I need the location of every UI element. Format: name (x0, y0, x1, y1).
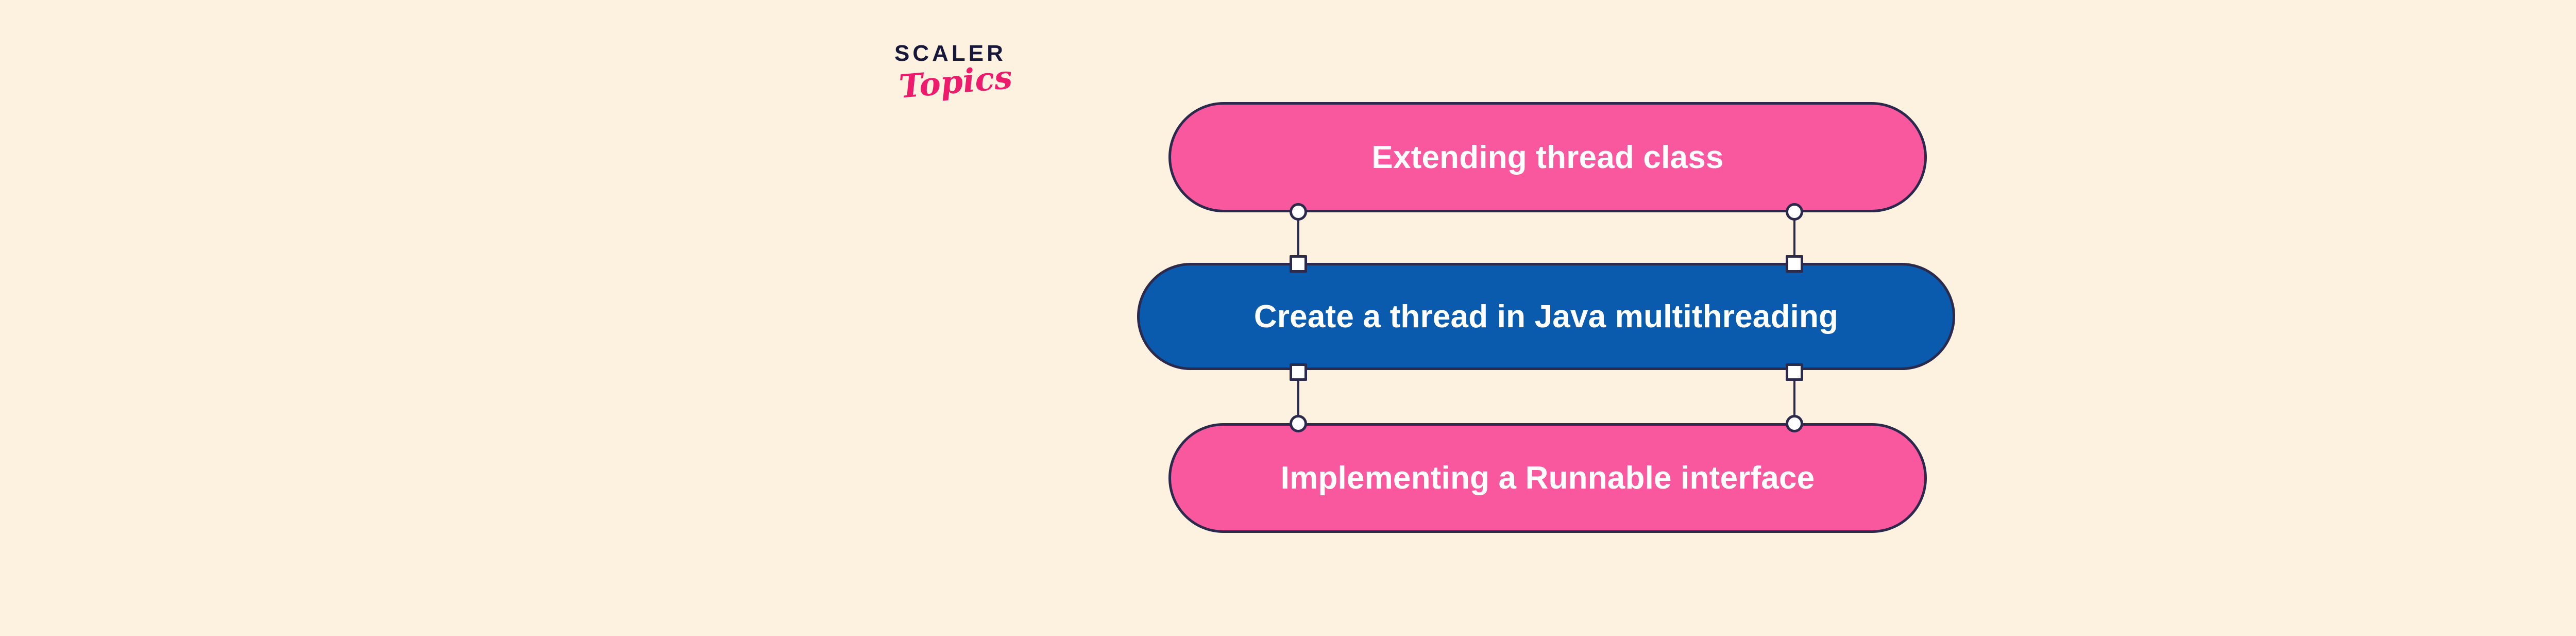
node-implementing-runnable-interface-label: Implementing a Runnable interface (1280, 460, 1815, 496)
node-extending-thread-class-label: Extending thread class (1371, 139, 1724, 175)
edge-endpoint-circle-bottom-left (1290, 415, 1307, 432)
node-create-thread-root[interactable]: Create a thread in Java multithreading (1137, 263, 1955, 370)
edge-line-top-left (1297, 216, 1299, 266)
node-implementing-runnable-interface[interactable]: Implementing a Runnable interface (1168, 423, 1927, 533)
edge-endpoint-square-top-left (1290, 255, 1307, 273)
logo-wordmark: SCALER (894, 41, 1006, 66)
edge-endpoint-square-bottom-right (1786, 363, 1803, 381)
edge-line-bottom-right (1793, 375, 1795, 427)
edge-line-top-right (1793, 216, 1795, 266)
node-create-thread-root-label: Create a thread in Java multithreading (1253, 298, 1839, 334)
edge-endpoint-square-top-right (1786, 255, 1803, 273)
scaler-topics-logo: SCALER Topics (890, 40, 1045, 138)
edge-endpoint-square-bottom-left (1290, 363, 1307, 381)
node-extending-thread-class[interactable]: Extending thread class (1168, 102, 1927, 212)
edge-line-bottom-left (1297, 375, 1299, 427)
edge-endpoint-circle-top-right (1786, 203, 1803, 221)
edge-endpoint-circle-top-left (1290, 203, 1307, 221)
edge-endpoint-circle-bottom-right (1786, 415, 1803, 432)
